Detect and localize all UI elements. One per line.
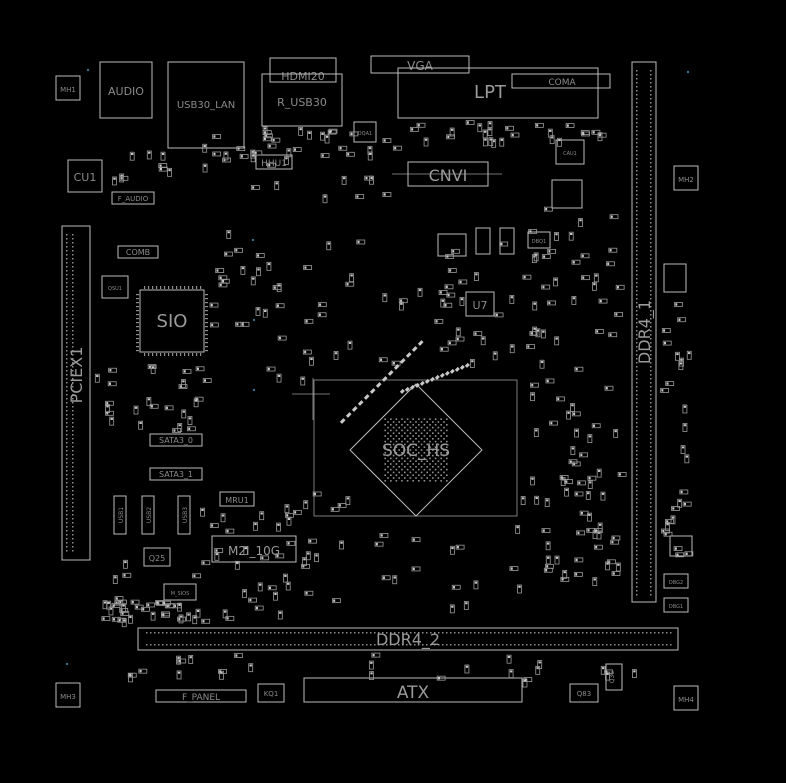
svg-text:DDR4_2: DDR4_2	[376, 630, 440, 650]
q36-mosfet: Q36	[605, 663, 623, 691]
svg-text:CU1: CU1	[74, 171, 97, 184]
vga-connector: VGA	[370, 55, 470, 74]
svg-text:Q83: Q83	[577, 690, 591, 698]
soc-bga-grid	[384, 418, 448, 482]
svg-text:USB1: USB1	[118, 507, 125, 523]
ddr4-1-slot: DDR4_1	[631, 61, 657, 603]
inductor-outline	[437, 233, 467, 257]
qsu1-chip: QSU1	[101, 275, 129, 299]
usb3-header: USB3	[177, 495, 191, 535]
svg-text:R_USB30: R_USB30	[277, 96, 327, 109]
cu1-chip: CU1	[67, 159, 103, 193]
ddr4-2-slot: DDR4_2	[137, 627, 679, 651]
usb1-header: USB1	[113, 495, 127, 535]
kq1-chip: KQ1	[257, 683, 285, 703]
svg-text:Q36: Q36	[609, 671, 616, 684]
atx-connector: ATX	[303, 677, 523, 703]
mru1-chip: MRU1	[219, 491, 255, 507]
right-chip-outline	[669, 535, 693, 557]
svg-text:AUDIO: AUDIO	[108, 85, 144, 98]
f-audio-header: F_AUDIO	[111, 191, 155, 205]
svg-text:DBQ1: DBQ1	[532, 239, 546, 245]
svg-text:QSU1: QSU1	[108, 286, 122, 292]
svg-text:VGA: VGA	[407, 59, 434, 73]
svg-text:MH2: MH2	[678, 176, 694, 184]
svg-text:F_PANEL: F_PANEL	[182, 693, 220, 703]
f-panel-header: F_PANEL	[155, 689, 247, 703]
svg-text:U7: U7	[472, 299, 487, 312]
r-usb30-connector: R_USB30	[261, 73, 343, 127]
q83-mosfet: Q83	[569, 683, 599, 703]
svg-text:CNVI: CNVI	[429, 166, 468, 185]
svg-text:MRU1: MRU1	[225, 496, 248, 505]
svg-text:ATX: ATX	[397, 683, 430, 703]
capacitor-outline	[499, 227, 515, 255]
svg-text:USB2: USB2	[146, 507, 153, 523]
mounting-hole-mh3: MH3	[55, 682, 81, 708]
m-sios-chip: M_SIOS	[163, 583, 197, 601]
usb2-header: USB2	[141, 495, 155, 535]
svg-text:COMA: COMA	[548, 78, 576, 88]
svg-text:DQA1: DQA1	[358, 131, 372, 137]
audio-connector: AUDIO	[99, 61, 153, 119]
svg-text:SIO: SIO	[157, 311, 188, 332]
svg-text:SOC_HS: SOC_HS	[382, 441, 450, 461]
m2i-10g-connector: M2I_10G	[211, 535, 297, 563]
svg-text:F_AUDIO: F_AUDIO	[118, 195, 149, 203]
sio-chip: SIO	[139, 289, 205, 353]
svg-text:COMB: COMB	[126, 248, 150, 257]
svg-text:USB3: USB3	[182, 507, 189, 523]
passive-components	[65, 68, 694, 688]
hdmi20-connector: HDMI20	[269, 57, 337, 83]
svg-text:PCIEX1: PCIEX1	[67, 347, 86, 404]
mounting-hole-mh2: MH2	[673, 165, 699, 191]
u7-chip: U7	[465, 291, 495, 317]
hhu1-chip: HHU1	[255, 154, 293, 170]
svg-text:HHU1: HHU1	[261, 159, 287, 169]
lpt-connector: LPT	[397, 67, 599, 119]
svg-text:CAU1: CAU1	[563, 151, 577, 157]
svg-text:SATA3_1: SATA3_1	[159, 470, 193, 479]
svg-text:Q25: Q25	[149, 554, 165, 563]
svg-text:DBG2: DBG2	[669, 580, 683, 586]
svg-text:DDR4_1: DDR4_1	[635, 300, 655, 364]
capacitor-outline	[475, 227, 491, 255]
dbg2-chip: DBG2	[663, 573, 689, 589]
svg-text:M2I_10G: M2I_10G	[228, 544, 280, 558]
comb-header: COMB	[117, 245, 159, 259]
svg-text:SATA3_0: SATA3_0	[159, 436, 193, 445]
usb30-lan-connector: USB30_LAN	[167, 61, 245, 149]
soc-heatsink: SOC_HS	[292, 378, 518, 517]
sata3-0-connector: SATA3_0	[149, 433, 203, 447]
svg-text:MH3: MH3	[60, 693, 76, 701]
svg-text:MH4: MH4	[678, 696, 694, 704]
sata3-1-connector: SATA3_1	[149, 467, 203, 481]
svg-text:M_SIOS: M_SIOS	[171, 591, 190, 597]
crystal-outline	[551, 179, 583, 209]
svg-text:MH1: MH1	[60, 86, 76, 94]
svg-text:DBG1: DBG1	[669, 604, 683, 610]
dbq1-chip: DBQ1	[527, 231, 551, 249]
pciex1-slot: PCIEX1	[61, 225, 91, 561]
svg-text:HDMI20: HDMI20	[281, 70, 324, 83]
dbg1-chip: DBG1	[663, 597, 689, 613]
svg-text:LPT: LPT	[474, 82, 507, 103]
right-chip-outline	[663, 263, 687, 293]
coma-connector: COMA	[511, 73, 611, 89]
svg-text:KQ1: KQ1	[264, 690, 279, 698]
mounting-hole-mh1: MH1	[55, 75, 81, 101]
mounting-hole-mh4: MH4	[673, 685, 699, 711]
q25-mosfet: Q25	[143, 547, 171, 567]
cau1-chip: CAU1	[555, 139, 585, 165]
cnvi-connector: CNVI	[392, 161, 502, 187]
svg-text:USB30_LAN: USB30_LAN	[177, 100, 235, 111]
